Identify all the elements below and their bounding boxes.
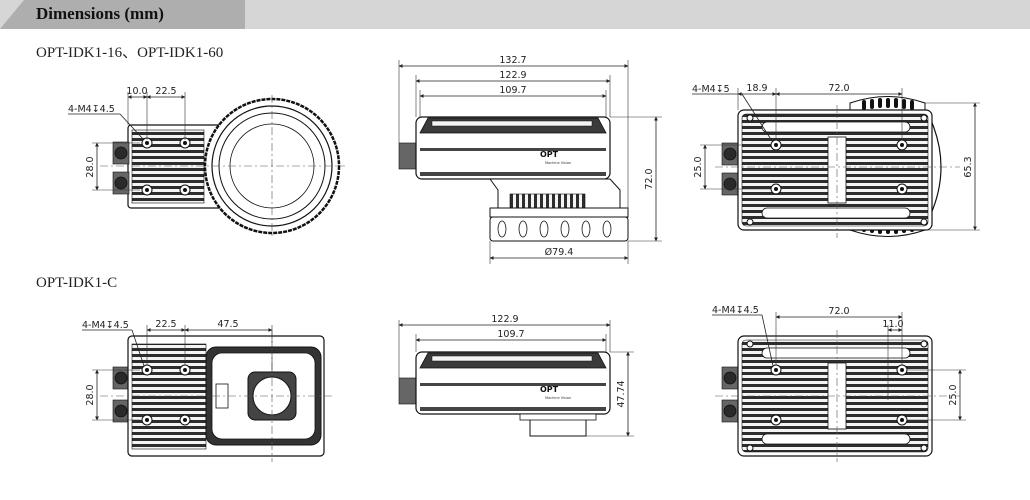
thread-label: 4-M4↧4.5 (82, 320, 129, 331)
logo-tagline: Machine Vision (545, 396, 571, 400)
dim-label: 28.0 (85, 156, 96, 177)
logo-text: OPT (540, 150, 559, 159)
dim-label: 72.0 (828, 306, 849, 317)
dim-label: 47.5 (217, 319, 238, 330)
dim-label: 72.0 (828, 83, 849, 94)
page-title: Dimensions (mm) (36, 4, 164, 23)
dim-label: 109.7 (497, 329, 524, 340)
header-tab (0, 0, 245, 29)
logo-tagline: Machine Vision (545, 161, 571, 165)
dim-label: 122.9 (491, 314, 518, 325)
drawing-bot-side: OPT Machine Vision 122.9 109.7 47.74 (398, 314, 634, 437)
connector (398, 142, 418, 170)
thread-label: 4-M4↧4.5 (68, 104, 115, 115)
dim-label: 65.3 (963, 156, 974, 177)
drawing-bot-back: 4-M4↧4.5 72.0 11.0 25.0 (712, 305, 966, 462)
logo-text: OPT (540, 385, 559, 394)
dim-label: 25.0 (693, 156, 704, 177)
dim-label: 72.0 (644, 168, 655, 189)
mount-holes (746, 114, 928, 226)
drawing-top-front: 10.0 22.5 4-M4↧4.5 28.0 (68, 86, 345, 236)
dim-label: Ø79.4 (545, 247, 574, 258)
thread-label: 4-M4↧5 (692, 84, 730, 95)
dim-label: 22.5 (155, 86, 176, 97)
dim-label: 25.0 (948, 384, 959, 405)
mount-holes (141, 137, 191, 196)
dim-label: 132.7 (499, 55, 526, 66)
dim-label: 28.0 (85, 384, 96, 405)
connector (398, 377, 418, 405)
dim-label: 11.0 (882, 319, 903, 330)
section-title-idk1-c: OPT-IDK1-C (36, 275, 118, 291)
dim-label: 109.7 (499, 85, 526, 96)
dim-label: 47.74 (616, 380, 627, 407)
thread-label: 4-M4↧4.5 (712, 305, 759, 316)
dim-label: 122.9 (499, 70, 526, 81)
dim-label: 22.5 (155, 319, 176, 330)
section-title-idk1-16-60: OPT-IDK1-16、OPT-IDK1-60 (36, 45, 224, 61)
drawing-top-side: OPT Machine Vision 132.7 122.9 109.7 72.… (398, 55, 662, 264)
drawing-bot-front: 4-M4↧4.5 22.5 47.5 28.0 (82, 319, 335, 462)
dim-label: 18.9 (746, 83, 767, 94)
dim-label: 10.0 (126, 86, 147, 97)
drawing-top-back: 4-M4↧5 18.9 72.0 25.0 65.3 (692, 83, 980, 238)
